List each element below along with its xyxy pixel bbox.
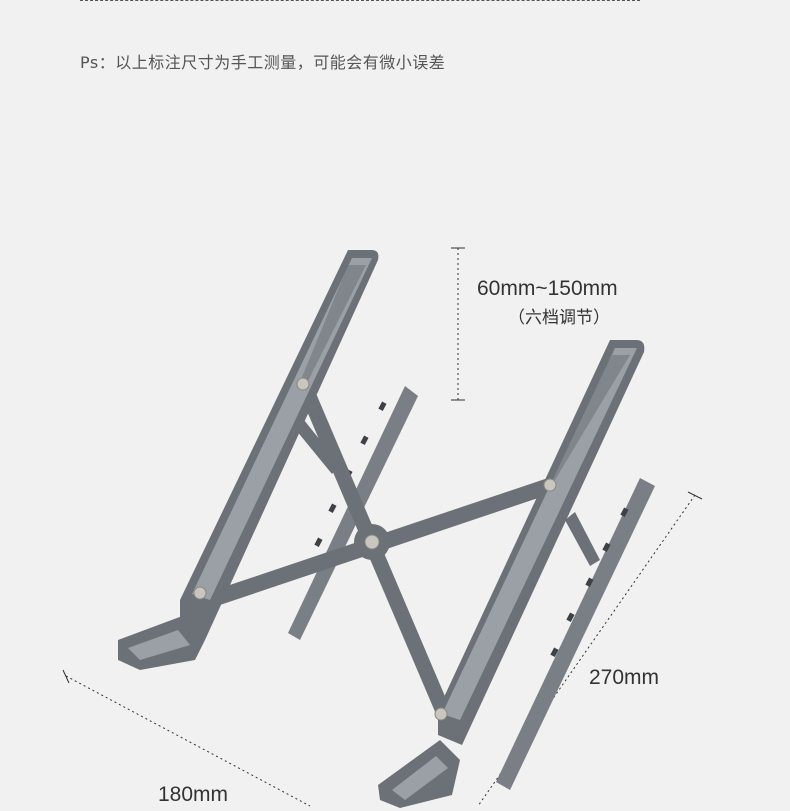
width-dimension-label: 180mm xyxy=(158,783,229,806)
depth-dimension-label: 270mm xyxy=(589,666,660,689)
measurement-note: Ps：以上标注尺寸为手工测量，可能会有微小误差 xyxy=(80,53,446,72)
height-adjust-note: （六档调节） xyxy=(508,308,610,327)
top-divider xyxy=(80,0,640,2)
dimension-lines xyxy=(62,247,703,807)
left-upright xyxy=(118,250,379,670)
cross-braces xyxy=(200,384,600,714)
height-dimension-label: 60mm~150mm xyxy=(477,277,618,300)
right-base-rail xyxy=(496,478,655,790)
right-upright xyxy=(378,340,645,808)
